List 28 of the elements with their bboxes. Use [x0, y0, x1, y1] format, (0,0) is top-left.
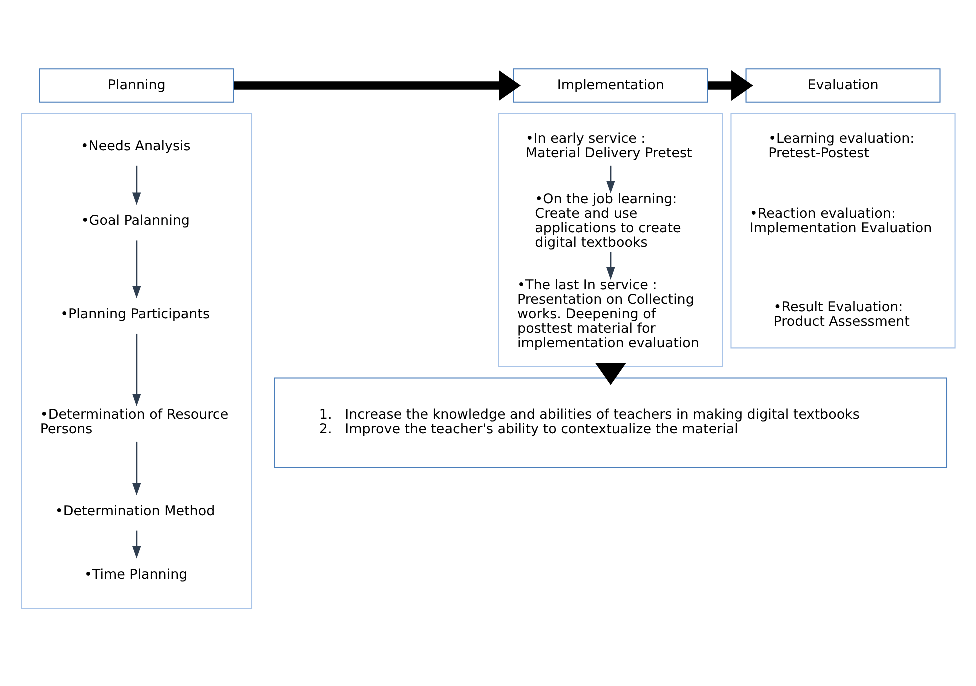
arrow: [234, 70, 520, 101]
cluster: [730, 113, 956, 349]
cluster: [20, 113, 252, 610]
arrow: [708, 70, 753, 101]
arrow: [606, 166, 615, 194]
node-box: Evaluation: [745, 68, 940, 103]
node-text: •On the job learning: Create and use applications to create digital textbooks: [534, 191, 681, 251]
node-text: •Needs Analysis: [80, 138, 190, 154]
node-text: •Time Planning: [84, 566, 188, 583]
arrow: [132, 166, 141, 206]
node-text: •The last In service : Presentation on Collecting works. Deepening of posttest material for implementation evaluation: [517, 277, 699, 352]
node-box: 1. Increase the knowledge and abilities of teachers in making digital textbooks 2. Improve the teacher's ability to contextualize the material: [274, 378, 948, 468]
node-text: •Determination Method: [54, 504, 215, 520]
node-text: •Reaction evaluation: Implementation Evaluation: [749, 206, 932, 236]
node-box: Implementation: [512, 68, 708, 103]
node-text: •Goal Palanning: [80, 213, 190, 230]
arrow: [132, 442, 141, 496]
arrow: [132, 240, 141, 299]
node-box: Planning: [38, 68, 234, 103]
arrow: [606, 252, 615, 280]
arrow: [132, 334, 141, 406]
node-text: •Planning Participants: [60, 306, 210, 323]
node-text: •In early service : Material Delivery Pretest: [525, 131, 692, 162]
arrow: [595, 364, 626, 386]
node-text: •Result Evaluation: Product Assessment: [773, 299, 910, 330]
node-text: •Learning evaluation: Pretest-Postest: [768, 131, 914, 162]
arrow: [132, 530, 141, 559]
node-text: •Determination of Resource Persons: [40, 407, 228, 438]
